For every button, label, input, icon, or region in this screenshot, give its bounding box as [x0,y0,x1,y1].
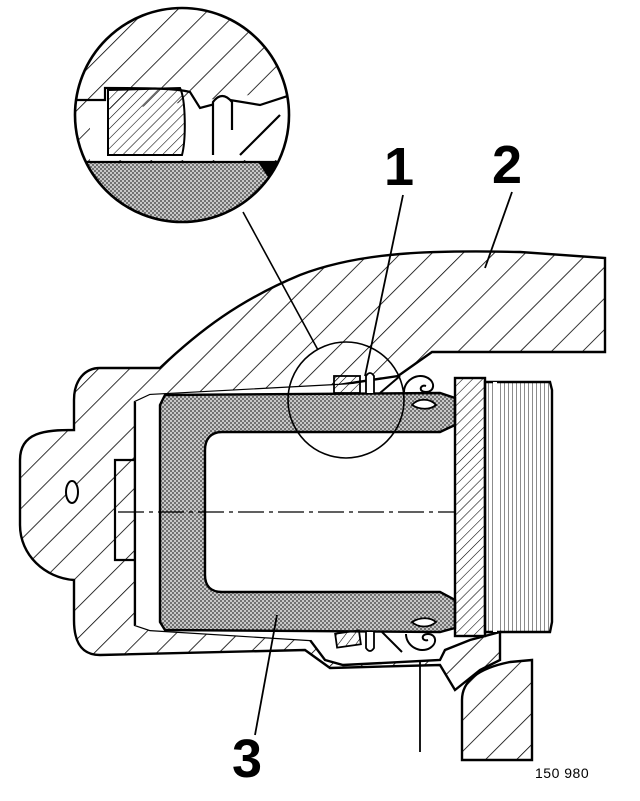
lower-seal-group [334,617,438,752]
detail-marker-circle [287,341,405,459]
callout-2-leader [484,191,513,269]
detail-leader-line [242,211,319,351]
callout-1-leader [364,194,404,377]
callout-label-1: 1 [384,137,415,197]
end-plate [453,376,487,638]
oil-bore-hole [65,480,79,504]
end-cover [483,380,554,634]
upper-seal-group [333,372,438,410]
callout-label-2: 2 [492,135,523,195]
housing-lower-lug [460,658,534,762]
figure-reference-number: 150 980 [535,765,590,781]
housing-step [113,458,135,562]
callout-label-3: 3 [232,729,263,789]
callout-3-leader [254,614,278,736]
